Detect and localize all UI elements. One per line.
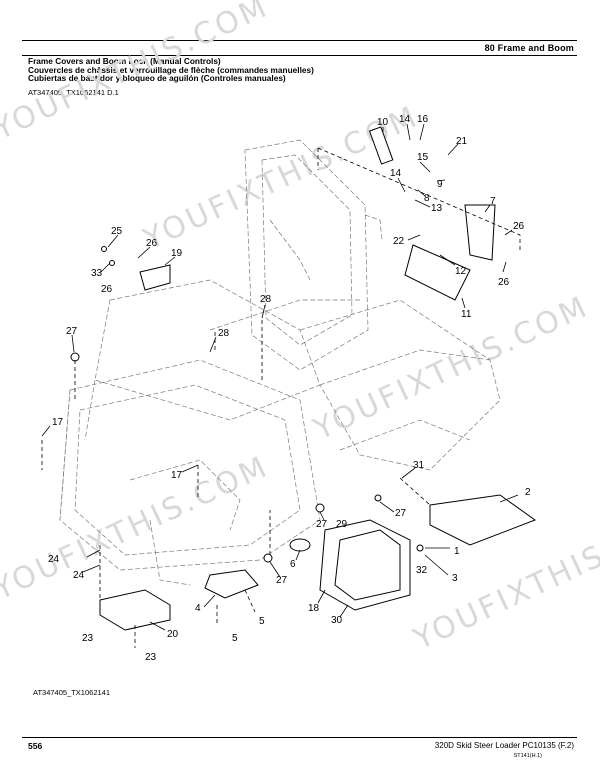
figure-reference-bottom: AT347405_TX1062141 [33, 688, 111, 697]
callout-31: 31 [413, 460, 425, 471]
heading-french: Couvercles de châssis et verrouillage de… [28, 64, 314, 75]
callout-24: 24 [48, 554, 60, 565]
callout-26: 26 [513, 221, 525, 232]
callout-26: 26 [146, 238, 158, 249]
callout-14: 14 [390, 168, 402, 179]
document-subcode: ST141(H.1) [513, 753, 542, 759]
callout-30: 30 [331, 615, 343, 626]
header-rule [22, 55, 577, 56]
callout-19: 19 [171, 248, 183, 259]
callout-23: 23 [145, 652, 157, 663]
callout-11: 11 [461, 309, 472, 320]
callout-26: 26 [498, 277, 510, 288]
callout-23: 23 [82, 633, 94, 644]
callout-6: 6 [290, 559, 296, 570]
section-title: 80 Frame and Boom [484, 43, 574, 53]
callout-18: 18 [308, 603, 320, 614]
callout-27: 27 [66, 326, 78, 337]
callout-16: 16 [417, 114, 429, 125]
callout-20: 20 [167, 629, 179, 640]
callout-2: 2 [525, 487, 531, 498]
part-shapes [70, 126, 537, 631]
callout-27: 27 [316, 519, 328, 530]
callout-labels: 10 14 16 21 15 9 14 8 13 7 26 22 12 26 1… [48, 114, 531, 663]
callout-28: 28 [218, 328, 230, 339]
callout-9: 9 [437, 179, 443, 190]
callout-33: 33 [91, 268, 103, 279]
callout-29: 29 [336, 519, 348, 530]
callout-12: 12 [455, 266, 467, 277]
callout-8: 8 [424, 193, 430, 204]
loader-frame-outline [59, 139, 501, 586]
callout-5: 5 [259, 616, 265, 627]
callout-4: 4 [195, 603, 201, 614]
callout-5: 5 [232, 633, 238, 644]
callout-7: 7 [490, 196, 496, 207]
footer-rule [22, 737, 577, 738]
callout-3: 3 [452, 573, 458, 584]
heading-spanish: Cubiertas de bastidor y bloqueo de aguil… [28, 73, 286, 83]
callout-27: 27 [395, 508, 407, 519]
heading-english: Frame Covers and Boom Lock (Manual Contr… [28, 56, 221, 66]
callout-10: 10 [377, 117, 389, 128]
callout-26: 26 [101, 284, 113, 295]
callout-25: 25 [111, 226, 123, 237]
document-id: 320D Skid Steer Loader PC10135 (F.2) [434, 741, 574, 750]
header-rule [22, 40, 577, 41]
callout-17: 17 [52, 417, 64, 428]
watermark: YOUFIXTHIS.COM [308, 289, 595, 448]
callout-15: 15 [417, 152, 429, 163]
callout-1: 1 [454, 546, 460, 557]
figure-reference-top: AT347405_TX1062141 D.1 [28, 88, 119, 97]
callout-14: 14 [399, 114, 411, 125]
callout-17: 17 [171, 470, 183, 481]
callout-21: 21 [456, 136, 468, 147]
callout-13: 13 [431, 203, 443, 214]
callout-28: 28 [260, 294, 272, 305]
callout-22: 22 [393, 236, 405, 247]
page-number: 556 [28, 741, 43, 751]
callout-24: 24 [73, 570, 85, 581]
assembly-lines [41, 147, 521, 648]
watermark: YOUFIXTHIS.COM [0, 0, 274, 148]
callout-32: 32 [416, 565, 428, 576]
callout-27: 27 [276, 575, 288, 586]
leader-lines [41, 123, 519, 631]
watermark-group: YOUFIXTHIS.COM YOUFIXTHIS.COM YOUFIXTHIS… [0, 0, 600, 658]
